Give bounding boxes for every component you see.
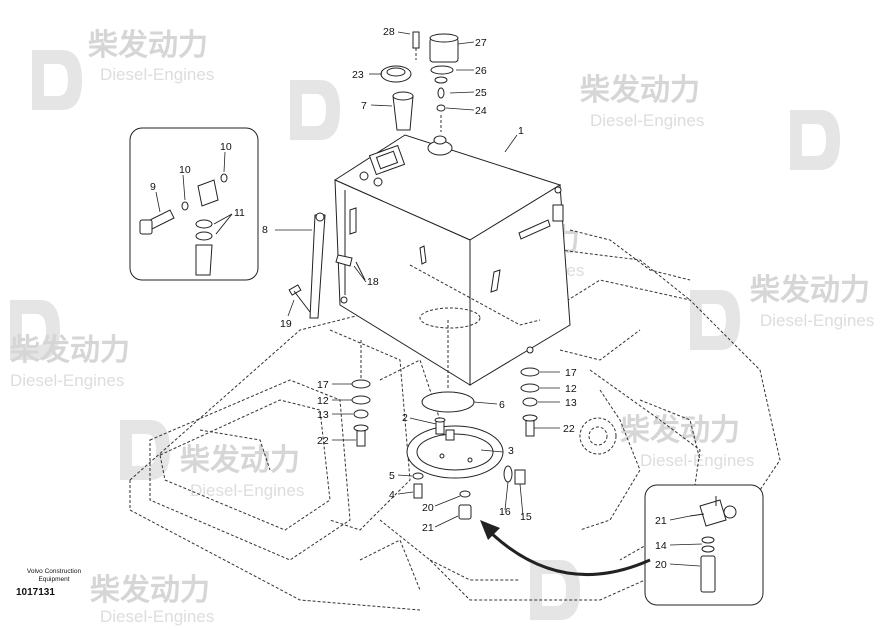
watermark-en: Diesel-Engines [760, 311, 874, 330]
bolt-28 [412, 31, 420, 49]
callout-20a: 20 [422, 502, 434, 514]
callout-20b: 20 [655, 559, 667, 571]
callout-26: 26 [475, 65, 487, 77]
callout-24: 24 [475, 105, 487, 117]
watermark-en: Diesel-Engines [640, 451, 754, 470]
callout-labels: 28 27 26 23 25 7 24 1 10 10 9 11 8 18 19… [150, 26, 667, 571]
callout-11: 11 [234, 207, 245, 219]
callout-10b: 10 [179, 164, 191, 176]
detail-inset-right [644, 484, 764, 606]
callout-2: 2 [402, 412, 408, 424]
callout-28: 28 [383, 26, 395, 38]
watermark-logo-icon [120, 420, 170, 480]
watermark-logo-icon [530, 560, 580, 620]
watermark-en: Diesel-Engines [10, 371, 124, 390]
watermark-cn: 柴发动力 [580, 74, 700, 107]
strainer-7 [392, 95, 414, 131]
callout-4: 4 [389, 489, 395, 501]
callout-12b: 12 [565, 383, 577, 395]
mount-hardware-right [520, 367, 540, 437]
callout-22b: 22 [563, 423, 575, 435]
callout-6: 6 [499, 399, 505, 411]
callout-13b: 13 [565, 397, 577, 409]
ring-24 [436, 104, 446, 112]
callout-9: 9 [150, 181, 156, 193]
callout-19: 19 [280, 318, 292, 330]
gasket-6 [421, 391, 475, 413]
top-components [380, 31, 459, 132]
callout-18: 18 [367, 276, 379, 288]
callout-5: 5 [389, 470, 395, 482]
callout-27: 27 [475, 37, 487, 49]
callout-21a: 21 [422, 522, 434, 534]
watermark-cn: 柴发动力 [88, 29, 208, 62]
mount-hardware-left [351, 340, 371, 447]
watermark-logo-icon [32, 50, 82, 110]
brand-line-2: Equipment [38, 576, 70, 583]
watermark-cn: 柴发动力 [90, 574, 210, 607]
callout-15: 15 [520, 511, 532, 523]
callout-14: 14 [655, 540, 667, 552]
callout-22a: 22 [317, 435, 329, 447]
callout-1: 1 [518, 125, 524, 137]
oring-25 [437, 87, 445, 99]
watermark-en: Diesel-Engines [100, 65, 214, 84]
watermark-logo-icon [690, 290, 740, 350]
drain-plate-3 [406, 417, 504, 479]
callout-7: 7 [361, 100, 367, 112]
watermark-cn: 柴发动力 [620, 414, 740, 447]
watermark-logo-icon [790, 110, 840, 170]
watermark-cn: 柴发动力 [750, 274, 870, 307]
watermark-logo-icon [290, 80, 340, 140]
level-gauge [288, 212, 366, 319]
callout-3: 3 [508, 445, 514, 457]
watermark-en: Diesel-Engines [590, 111, 704, 130]
detail-inset-left [129, 127, 259, 281]
cap-26 [430, 65, 454, 75]
callout-17a: 17 [317, 379, 329, 391]
brand-line-1: Volvo Construction [26, 568, 82, 575]
callout-25: 25 [475, 87, 487, 99]
callout-21b: 21 [655, 515, 667, 527]
callout-16: 16 [499, 506, 511, 518]
callout-17b: 17 [565, 367, 577, 379]
pointer-arrow [480, 520, 651, 577]
watermark-cn: 柴发动力 [180, 444, 300, 477]
document-number: 1017131 [16, 587, 55, 598]
callout-10a: 10 [220, 141, 232, 153]
callout-13a: 13 [317, 409, 329, 421]
callout-12a: 12 [317, 395, 329, 407]
fuel-tank [333, 134, 571, 386]
watermark-en: Diesel-Engines [190, 481, 304, 500]
watermark-en: Diesel-Engines [100, 607, 214, 626]
callout-23: 23 [352, 69, 364, 81]
watermark-logo-icon [10, 300, 60, 360]
watermark-cn: 柴发动力 [10, 334, 130, 367]
callout-8: 8 [262, 224, 268, 236]
leader-lines [155, 31, 703, 567]
